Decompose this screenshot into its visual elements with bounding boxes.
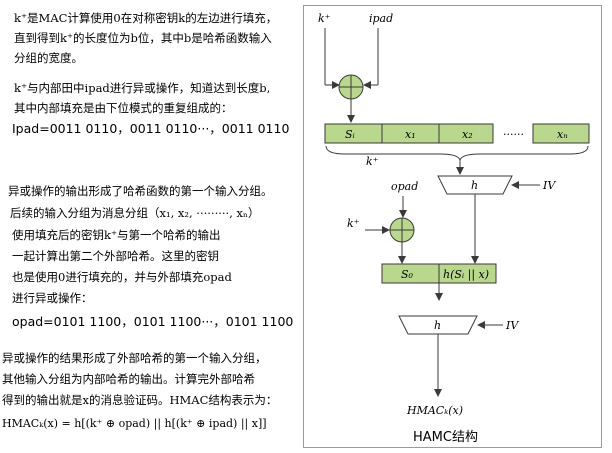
label-hmac-output: HMACₖ(x) <box>406 404 463 417</box>
label-k-plus-left: k⁺ <box>347 217 360 230</box>
text-p4-line3: 也是使用0进行填充的，并与外部填充opad <box>12 270 232 284</box>
diagram-caption: HAMC结构 <box>413 430 478 445</box>
label-iv-2: IV <box>505 319 519 332</box>
label-k-plus-top: k⁺ <box>318 12 331 25</box>
text-p3-line1: 异或操作的输出形成了哈希函数的第一个输入分组。 <box>8 184 273 198</box>
xor-opad-icon <box>389 217 415 243</box>
label-h-inner: h <box>471 179 478 192</box>
text-p1-line1: k⁺是MAC计算使用0在对称密钥k的左边进行填充， <box>14 11 278 25</box>
label-opad: opad <box>391 180 418 193</box>
text-p1-line2: 直到得到k⁺的长度位为b位，其中b是哈希函数输入 <box>14 31 272 45</box>
label-si: Sᵢ <box>345 128 355 141</box>
text-p4-line2: 一起计算出第二个外部哈希。这里的密钥 <box>12 249 219 263</box>
text-p3-line2: 后续的输入分组为消息分组（x₁, x₂, ·········, xₙ） <box>10 206 260 220</box>
label-ipad: ipad <box>369 12 393 25</box>
text-p4-line4: 进行异或操作： <box>12 291 93 305</box>
hmac-formula: HMACₖ(x) = h[(k⁺ ⊕ opad) || h[(k⁺ ⊕ ipad… <box>2 417 267 430</box>
label-dots: ······ <box>503 128 524 141</box>
message-blocks <box>324 123 590 144</box>
opad-line: opad=0101 1100，0101 1100···，0101 1100 <box>12 314 294 329</box>
label-h-si-x: h(Sᵢ || x) <box>443 268 489 282</box>
xor-ipad-icon <box>338 74 364 100</box>
text-p5-line2: 其他输入分组为内部哈希的输出。计算完外部哈希 <box>2 372 255 386</box>
text-p5-line3: 得到的输出就是x的消息验证码。HMAC结构表示为： <box>2 393 278 407</box>
label-k-plus-mid: k⁺ <box>366 155 379 168</box>
label-xn: xₙ <box>557 128 568 141</box>
text-p2-line2: 其中内部填充是由下位模式的重复组成的： <box>14 101 233 115</box>
ipad-line: Ipad=0011 0110，0011 0110···，0011 0110 <box>12 121 290 136</box>
label-h-outer: h <box>434 319 441 332</box>
label-x2: x₂ <box>462 128 473 141</box>
text-p5-line1: 异或操作的结果形成了外部哈希的第一个输入分组， <box>2 351 267 365</box>
label-x1: x₁ <box>405 128 416 141</box>
inner-hash-block <box>437 175 513 195</box>
label-so: S₀ <box>401 268 414 281</box>
outer-hash-block <box>398 315 478 335</box>
text-p2-line1: k⁺与内部田中ipad进行异或操作，知道达到长度b, <box>14 81 271 95</box>
text-p1-line3: 分组的宽度。 <box>14 51 83 65</box>
label-iv-1: IV <box>542 179 556 192</box>
diagram-frame <box>303 5 602 448</box>
text-p4-line1: 使用填充后的密钥k⁺与第一个哈希的输出 <box>12 228 221 242</box>
